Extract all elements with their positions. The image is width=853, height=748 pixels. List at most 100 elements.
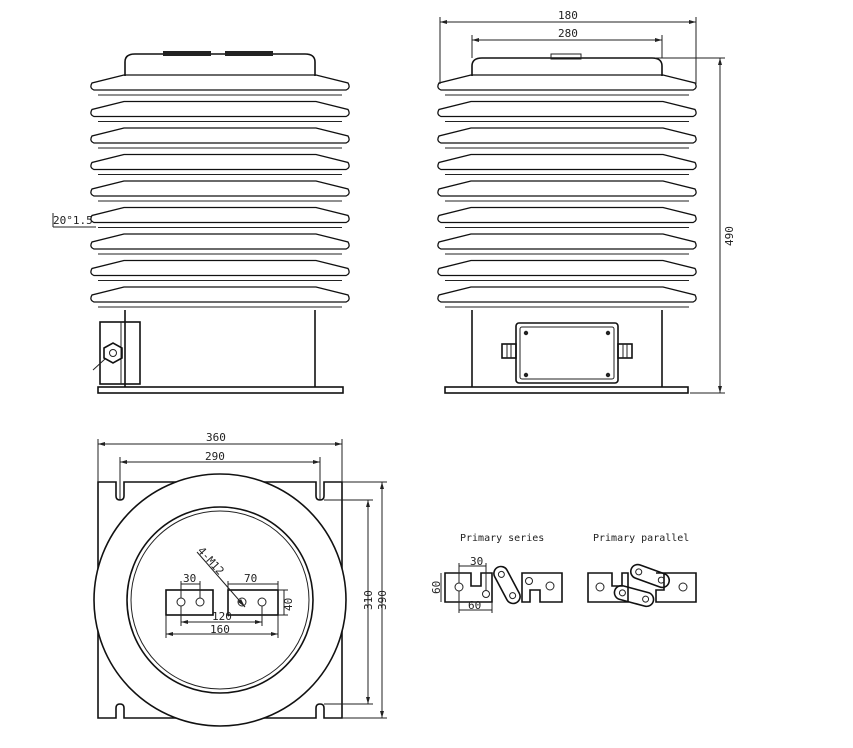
side-shed-5 [437,180,697,197]
top-dim-390-arrow-t [380,482,384,489]
side-top-cap [471,57,663,76]
top-dim-290-label: 290 [205,450,225,463]
top-thread-leader [196,551,246,608]
front-top-cap [124,53,316,76]
top-dim-30-label: 30 [183,572,196,585]
side-base [444,386,689,394]
top-dim-390-label: 390 [376,590,389,610]
front-shed-5 [90,180,350,197]
front-shed-3 [90,127,350,144]
side-gland-right [617,343,633,359]
side-shed-1 [437,74,697,91]
front-top-terminal-right [225,51,273,56]
parallel-link-lower [613,584,655,608]
side-dim-height-arrow-bot [718,386,722,393]
front-view: 20°1.5 [52,51,350,394]
side-box-screw-br [605,372,611,378]
side-box-screw-tl [523,330,529,336]
series-hole-1 [454,582,464,592]
side-shed-2 [437,100,697,118]
front-terminal-box [99,321,141,385]
side-shed-6 [437,206,697,224]
top-thread-leader-arrow [238,599,245,607]
side-shed-3 [437,127,697,144]
top-dim-160-arrow-l [166,632,173,636]
series-dim-30-label: 30 [470,555,483,568]
front-top-terminal-left [163,51,211,56]
side-box-screw-bl [523,372,529,378]
top-dim-310-label: 310 [362,590,375,610]
top-dim-120-arrow-r [255,620,262,624]
side-dim-top-arrow-r [689,20,696,24]
top-dim-360-arrow-r [335,442,342,446]
side-dim-inner-arrow-r [655,38,662,42]
top-dim-310-arrow-b [366,697,370,704]
side-dim-top-arrow-l [440,20,447,24]
front-gland-nut [103,342,123,364]
side-shed-8 [437,259,697,277]
parallel-right-bar [655,572,697,603]
side-view: 180 280 490 [437,9,736,394]
side-dim-height-label: 490 [723,226,736,246]
top-dim-160-label: 160 [210,623,230,636]
side-sheds [437,74,697,308]
top-dim-360-label: 360 [206,431,226,444]
front-angle-label: 20°1.5 [53,214,93,227]
front-gland-hole [109,349,117,357]
front-base [97,386,344,394]
series-right-bar [521,572,563,603]
front-sheds [90,74,350,308]
front-shed-7 [90,233,350,250]
front-shed-8 [90,259,350,277]
primary-parallel-title: Primary parallel [593,533,689,544]
top-dim-360-arrow-l [98,442,105,446]
series-hole-2 [482,590,490,598]
top-core-circle-inner [130,510,310,690]
primary-parallel-diagram: Primary parallel [587,533,697,608]
top-dim-70-label: 70 [244,572,257,585]
series-dim-60h-label: 60 [468,599,481,612]
top-dim-120-arrow-l [181,620,188,624]
front-shed-1 [90,74,350,91]
parallel-link-upper [629,563,671,589]
series-link [493,565,521,605]
side-dim-inner-arrow-l [472,38,479,42]
series-hole-4 [545,581,555,591]
top-dim-290-arrow-r [313,460,320,464]
top-terminal-block-right [227,589,279,616]
top-view: 4-M12 30 70 40 120 160 [93,431,389,727]
side-dim-top-label: 180 [558,9,578,22]
top-dim-120-label: 120 [212,610,232,623]
front-shed-2 [90,100,350,118]
top-outer-shed-circle [93,473,347,727]
side-terminal-box-inner [519,326,615,380]
series-hole-3 [525,577,533,585]
parallel-hole-1 [595,582,605,592]
primary-series-title: Primary series [460,533,544,544]
series-dim-60v-label: 60 [430,581,443,594]
side-shed-9 [437,286,697,303]
primary-series-diagram: Primary series 30 60 60 [430,533,563,613]
top-dim-160-arrow-r [271,632,278,636]
top-dim-390-arrow-b [380,711,384,718]
side-gland-left [501,343,517,359]
side-shed-7 [437,233,697,250]
parallel-hole-2 [678,582,688,592]
front-shed-6 [90,206,350,224]
side-top-terminal [550,53,582,60]
top-dim-310-arrow-t [366,500,370,507]
front-cable [92,358,106,371]
top-dim-40-label: 40 [282,598,295,611]
top-core-circle-outer [126,506,314,694]
parallel-left-bar [587,572,629,603]
side-shed-4 [437,153,697,171]
side-dim-inner-label: 280 [558,27,578,40]
top-dim-290-arrow-l [120,460,127,464]
side-box-screw-tr [605,330,611,336]
series-left-bar [444,572,493,603]
front-shed-9 [90,286,350,303]
front-shed-4 [90,153,350,171]
side-dim-height-arrow-top [718,58,722,65]
side-terminal-box [515,322,619,384]
